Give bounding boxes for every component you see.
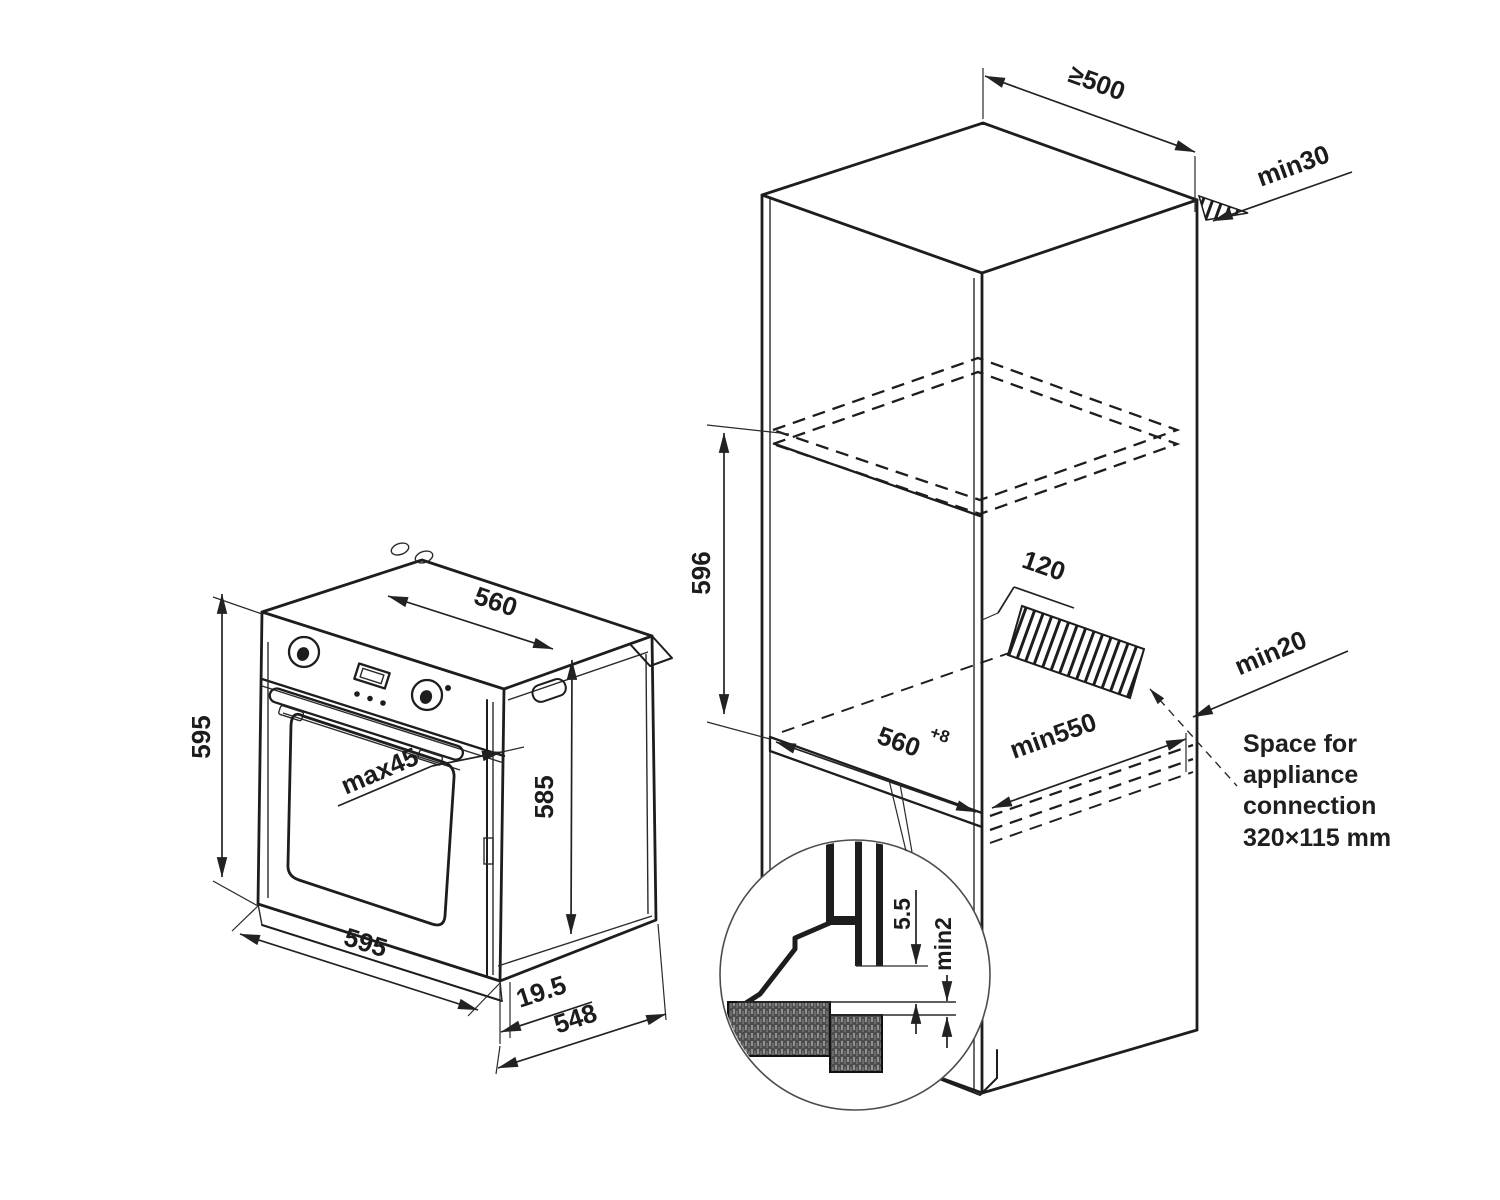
dim-label-top-rear-gap: min30 <box>1252 139 1333 193</box>
oven-rear-corner-chamfer <box>629 635 673 667</box>
dim-label-body-depth: 548 <box>550 997 601 1039</box>
side-handle-recess <box>531 678 567 703</box>
cabinet-top-face <box>760 121 1199 275</box>
upper-shelf-hidden <box>769 356 1181 502</box>
oven-front-face <box>256 610 506 983</box>
panel-dot <box>367 695 373 702</box>
panel-dot <box>354 691 360 697</box>
dim-label-oven-height: 595 <box>186 715 216 758</box>
detail-leader <box>888 779 913 853</box>
oven-top-face <box>260 558 654 691</box>
left-knob <box>287 635 321 669</box>
dim-label-min-clearance: min2 <box>930 917 956 971</box>
dim-label-front-gap: 5.5 <box>889 898 915 930</box>
section-oven-front <box>855 841 862 966</box>
section-cabinet-panel <box>826 841 834 924</box>
dim-label-niche-width: 560 <box>874 720 925 763</box>
cabinet-isometric-view <box>760 121 1249 1096</box>
section-oven-front <box>876 841 883 966</box>
top-vent-hole <box>414 550 434 564</box>
oven-isometric-view <box>256 542 673 1002</box>
dim-label-oven-bottom-width: 595 <box>341 922 391 964</box>
right-knob <box>410 678 444 712</box>
dim-label-door-protrusion: max45 <box>336 741 422 800</box>
section-chipboard-left <box>727 1001 831 1057</box>
section-chipboard-right <box>829 1014 883 1073</box>
connection-recess-hatched <box>1006 604 1146 700</box>
cabinet-dimensions: ≥500 min30 596 120 560 +8 min550 min20 S… <box>686 59 1391 852</box>
control-panel-edge <box>260 677 506 758</box>
door-latch <box>483 837 494 865</box>
section-step-profile <box>744 919 833 1006</box>
dim-label-connection-width: 120 <box>1019 544 1070 586</box>
note-line-3: connection <box>1243 792 1376 820</box>
detail-circle-outline <box>719 839 991 1111</box>
panel-dot <box>445 685 451 691</box>
panel-dot <box>380 700 386 706</box>
note-line-1: Space for <box>1243 730 1357 758</box>
dim-label-oven-top-width: 560 <box>471 580 522 622</box>
oven-right-face <box>498 634 658 983</box>
door-window <box>286 712 456 927</box>
dim-label-niche-width-tolerance: +8 <box>928 723 953 747</box>
top-vent-hole <box>390 542 410 556</box>
display <box>353 662 391 690</box>
detail-callout-content: 5.5 min2 <box>727 841 956 1073</box>
dim-label-niche-height: 596 <box>686 551 716 594</box>
dim-label-oven-side-height: 585 <box>529 775 559 818</box>
dim-label-top-depth: ≥500 <box>1065 59 1129 107</box>
door-handle <box>268 687 465 761</box>
note-line-2: appliance <box>1243 761 1358 789</box>
note-line-4: 320×115 mm <box>1243 824 1391 852</box>
dim-label-niche-depth: min550 <box>1006 706 1100 764</box>
